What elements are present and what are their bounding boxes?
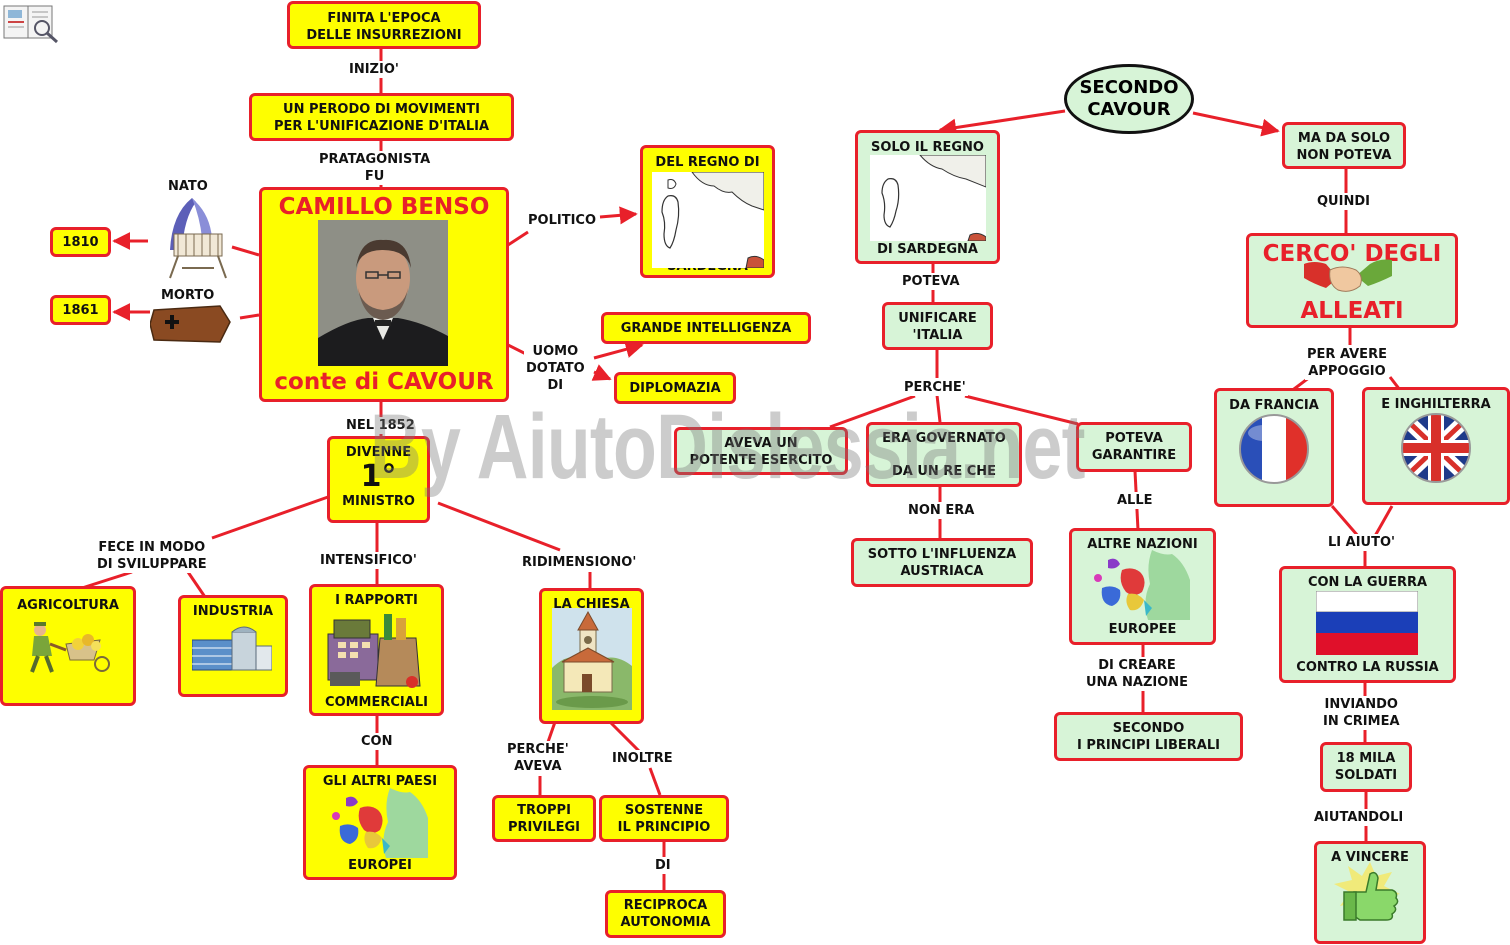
label-inoltre: INOLTRE — [610, 750, 675, 767]
sardinia-map — [652, 172, 764, 268]
label-inizio: INIZIO' — [347, 61, 401, 78]
node-sostenne-principio: SOSTENNE IL PRINCIPIO — [599, 795, 729, 842]
node-reciproca-autonomia: RECIPROCA AUTONOMIA — [605, 890, 726, 938]
node-primo-ministro: DIVENNE 1° MINISTRO — [327, 436, 430, 523]
node-1810: 1810 — [50, 227, 111, 257]
label-inviando: INVIANDO IN CRIMEA — [1321, 696, 1402, 730]
node-finita-insurrezioni: FINITA L'EPOCA DELLE INSURREZIONI — [287, 1, 481, 49]
sardinia-map-2 — [870, 155, 986, 241]
label-perche: PERCHE' — [902, 379, 968, 396]
label-non-era: NON ERA — [906, 502, 977, 519]
node-potente-esercito: AVEVA UN POTENTE ESERCITO — [674, 427, 848, 475]
label-li-aiuto: LI AIUTO' — [1326, 534, 1397, 551]
label-protagonista: PRATAGONISTA FU — [317, 151, 433, 185]
label-nel-1852: NEL 1852 — [344, 417, 417, 434]
label-perche-aveva: PERCHE' AVEVA — [505, 741, 571, 775]
europe-map — [332, 788, 428, 858]
label-per-avere: PER AVERE APPOGGIO — [1305, 346, 1389, 380]
handshake-icon — [1304, 259, 1392, 292]
label-aiutandoli: AIUTANDOLI — [1312, 809, 1406, 826]
uk-flag — [1401, 413, 1471, 483]
node-troppi-privilegi: TROPPI PRIVILEGI — [492, 795, 596, 842]
node-poteva-garantire: POTEVA GARANTIRE — [1076, 422, 1192, 472]
label-nato: NATO — [166, 178, 210, 195]
factory-icon — [192, 626, 272, 671]
label-di: DI — [653, 857, 673, 874]
node-secondo-cavour: SECONDO CAVOUR — [1064, 64, 1194, 134]
portrait-image — [318, 220, 448, 366]
node-diplomazia: DIPLOMAZIA — [614, 372, 736, 404]
node-grande-intelligenza: GRANDE INTELLIGENZA — [601, 312, 811, 344]
book-icon[interactable] — [2, 2, 60, 44]
node-unificare-italia: UNIFICARE 'ITALIA — [882, 302, 993, 350]
node-periodo-movimenti: UN PERODO DI MOVIMENTI PER L'UNIFICAZION… — [249, 93, 514, 141]
france-flag — [1239, 414, 1309, 484]
node-era-governato: ERA GOVERNATO DA UN RE CHE — [866, 422, 1022, 487]
node-1861: 1861 — [50, 295, 111, 325]
label-con: CON — [359, 733, 395, 750]
label-morto: MORTO — [159, 287, 217, 304]
label-di-creare: DI CREARE UNA NAZIONE — [1084, 657, 1191, 691]
node-ma-da-solo: MA DA SOLO NON POTEVA — [1282, 122, 1406, 169]
label-fece-in-modo: FECE IN MODO DI SVILUPPARE — [95, 539, 209, 573]
label-politico: POLITICO — [526, 212, 598, 229]
label-poteva: POTEVA — [900, 273, 962, 290]
coffin-icon — [150, 305, 231, 343]
farmer-icon — [30, 622, 110, 673]
cradle-icon — [169, 198, 227, 279]
label-uomo-dotato: UOMO DOTATO DI — [524, 343, 587, 394]
russia-flag — [1316, 591, 1418, 655]
market-icon — [327, 614, 421, 688]
thumbs-up-icon — [1334, 862, 1400, 921]
label-quindi: QUINDI — [1315, 193, 1372, 210]
label-alle: ALLE — [1115, 492, 1155, 509]
europe-map-2 — [1094, 550, 1190, 620]
node-18-mila-soldati: 18 MILA SOLDATI — [1320, 742, 1412, 792]
church-icon — [552, 608, 632, 710]
label-intensifico: INTENSIFICO' — [318, 552, 419, 569]
label-ridimensiono: RIDIMENSIONO' — [520, 554, 639, 571]
node-principi-liberali: SECONDO I PRINCIPI LIBERALI — [1054, 712, 1243, 761]
node-influenza-austriaca: SOTTO L'INFLUENZA AUSTRIACA — [851, 538, 1033, 587]
